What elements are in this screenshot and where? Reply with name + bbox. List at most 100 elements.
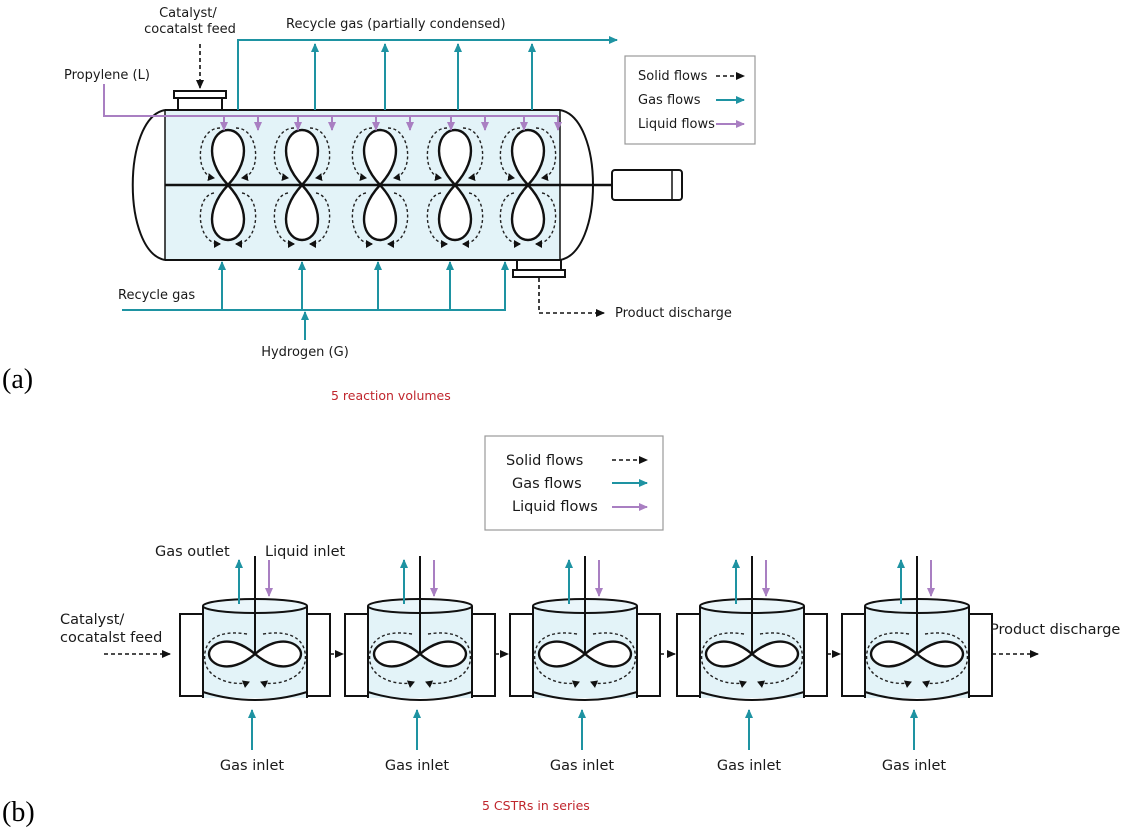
impeller-blade: [362, 128, 398, 187]
discharge-nozzle: [512, 259, 566, 278]
circulation-loop: [535, 127, 557, 182]
circulation-loop: [273, 192, 295, 248]
reactor-bottom-head: [532, 691, 638, 701]
recycle-gas-top-header: [237, 36, 618, 110]
reactor-left-head: [131, 109, 166, 261]
circulation-loop: [700, 632, 747, 688]
impeller-blade: [869, 640, 919, 668]
svg-text:Liquid flows: Liquid flows: [512, 499, 598, 515]
impeller-blade: [210, 183, 246, 242]
cstr-series: Gas inlet Gas inlet Gas inlet Gas inlet Gas …: [179, 556, 993, 774]
circulation-loop: [273, 127, 295, 182]
catalyst-feed-b-label: Catalyst/ cocatalst feed: [60, 612, 162, 646]
catalyst-feed-label: Catalyst/ cocatalst feed: [144, 6, 236, 37]
panel-a-caption: 5 reaction volumes: [331, 388, 451, 403]
impeller-blade: [583, 640, 633, 668]
panel-b-label: (b): [2, 797, 35, 828]
legend-b: Solid flows Gas flows Liquid flows: [484, 435, 664, 531]
impeller-blade: [284, 183, 320, 242]
impeller-blade: [418, 640, 468, 668]
circulation-loop: [387, 192, 409, 248]
impeller-blade: [437, 128, 473, 187]
impeller-blade: [915, 640, 965, 668]
gas-inlet-label: Gas inlet: [717, 758, 781, 774]
recycle-gas-bottom-label: Recycle gas: [118, 288, 195, 303]
propylene-line: [103, 84, 558, 117]
cstr-reactor: Gas inlet: [179, 556, 344, 774]
impeller-blade: [750, 640, 800, 668]
impeller-blade: [372, 640, 422, 668]
panel-b: Solid flows Gas flows Liquid flows Gas o…: [2, 435, 1120, 828]
circulation-loop: [499, 127, 521, 182]
impeller-blade: [210, 128, 246, 187]
cstr-reactor: Gas inlet: [509, 556, 676, 774]
impeller-blade: [704, 640, 754, 668]
hydrogen-label: Hydrogen (G): [261, 345, 349, 360]
circulation-loop: [235, 127, 257, 182]
svg-text:Solid flows: Solid flows: [506, 453, 583, 469]
impeller-blade: [537, 640, 587, 668]
svg-text:Liquid flows: Liquid flows: [638, 117, 715, 132]
circulation-loop: [199, 192, 221, 248]
recycle-gas-outlets: [311, 43, 536, 110]
catalyst-nozzle: [173, 90, 227, 111]
impeller-blade: [437, 183, 473, 242]
svg-text:Gas flows: Gas flows: [512, 476, 582, 492]
impeller-blade: [510, 128, 546, 187]
impeller-blade: [284, 128, 320, 187]
circulation-loop: [203, 632, 250, 688]
circulation-loop: [199, 127, 221, 182]
impeller-blade: [510, 183, 546, 242]
circulation-loop: [235, 192, 257, 248]
circulation-loop: [426, 127, 448, 182]
cstr-reactor: Gas inlet: [676, 556, 841, 774]
circulation-loop: [387, 127, 409, 182]
circulation-loop: [351, 192, 373, 248]
circulation-loop: [260, 632, 307, 688]
gas-outlet-label: Gas outlet: [155, 544, 230, 560]
circulation-loop: [535, 192, 557, 248]
circulation-loop: [865, 632, 912, 688]
panel-b-caption: 5 CSTRs in series: [482, 798, 590, 813]
gas-inlet-label: Gas inlet: [220, 758, 284, 774]
circulation-loop: [425, 632, 472, 688]
product-discharge-b-label: Product discharge: [990, 622, 1120, 638]
svg-text:Gas flows: Gas flows: [638, 93, 701, 108]
liquid-inlet-label: Liquid inlet: [265, 544, 346, 560]
recycle-gas-bottom-header: [122, 261, 509, 311]
gas-inlet-label: Gas inlet: [882, 758, 946, 774]
reactor-bottom-head: [864, 691, 970, 701]
circulation-loop: [309, 192, 331, 248]
impellers-a: [199, 127, 557, 248]
circulation-loop: [309, 127, 331, 182]
circulation-loop: [757, 632, 804, 688]
panel-a-label: (a): [2, 364, 33, 395]
legend-a: Solid flows Gas flows Liquid flows: [624, 55, 756, 145]
circulation-loop: [922, 632, 969, 688]
cstr-reactor: Gas inlet: [841, 556, 993, 774]
impeller-blade: [362, 183, 398, 242]
circulation-loop: [533, 632, 580, 688]
propylene-label: Propylene (L): [64, 68, 150, 83]
impeller-blade: [207, 640, 257, 668]
recycle-gas-top-label: Recycle gas (partially condensed): [286, 17, 506, 32]
circulation-loop: [351, 127, 373, 182]
svg-text:Solid flows: Solid flows: [638, 69, 708, 84]
gas-inlet-label: Gas inlet: [550, 758, 614, 774]
reactor-bottom-head: [699, 691, 805, 701]
recycle-gas-inlets: [218, 261, 454, 310]
reactor-bottom-head: [367, 691, 473, 701]
gas-inlet-label: Gas inlet: [385, 758, 449, 774]
circulation-loop: [499, 192, 521, 248]
product-discharge-label: Product discharge: [615, 306, 732, 321]
circulation-loop: [590, 632, 637, 688]
impeller-blade: [253, 640, 303, 668]
product-discharge-arrow: [538, 278, 605, 317]
cstr-reactor: Gas inlet: [344, 556, 509, 774]
circulation-loop: [426, 192, 448, 248]
panel-a: Catalyst/ cocatalst feed Propylene (L) R…: [2, 6, 756, 403]
circulation-loop: [462, 192, 484, 248]
motor: [611, 169, 683, 201]
propylene-injections: [220, 116, 562, 131]
